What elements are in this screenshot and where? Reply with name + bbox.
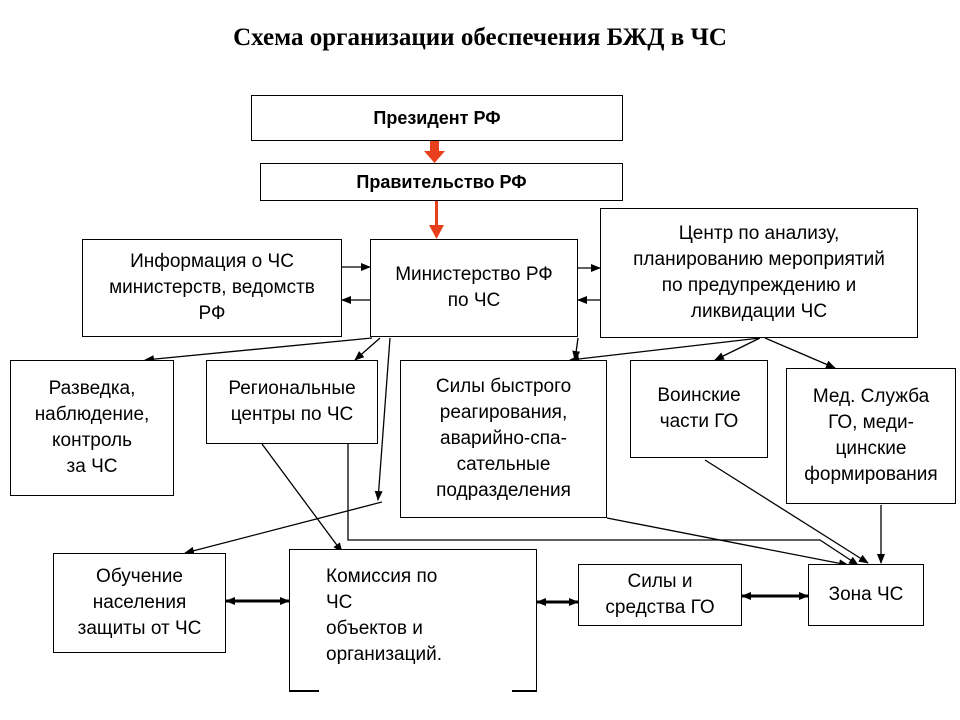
node-military: Воинские части ГО: [630, 360, 768, 458]
edge-ministry-to-training: [374, 337, 391, 501]
node-recon: Разведка, наблюдение, контроль за ЧС: [10, 360, 174, 496]
edge-center-to-military: [714, 337, 761, 361]
commission-bottom-left: [289, 690, 319, 692]
node-zone: Зона ЧС: [808, 564, 924, 626]
node-ministry: Министерство РФ по ЧС: [370, 239, 578, 337]
diagram-title: Схема организации обеспечения БЖД в ЧС: [233, 24, 727, 51]
node-center: Центр по анализу, планированию мероприят…: [600, 208, 918, 338]
node-regional: Региональные центры по ЧС: [206, 360, 378, 444]
edge-ministry-to-rapid: [572, 337, 581, 361]
commission-bottom-right: [512, 690, 537, 692]
node-president: Президент РФ: [251, 95, 623, 141]
edge-ministry-to-regional: [354, 337, 381, 361]
edge-center-to-medical: [764, 337, 836, 369]
red-arrow-government-ministry: [429, 201, 444, 239]
node-training: Обучение населения защиты от ЧС: [53, 553, 226, 653]
edge-ministry-to-recon: [144, 337, 373, 364]
node-info: Информация о ЧС министерств, ведомств РФ: [82, 239, 342, 337]
node-rapid: Силы быстрого реагирования, аварийно-спа…: [400, 360, 607, 518]
edge-rapid-to-zone: [606, 517, 849, 568]
edge-regional-to-commission: [261, 443, 343, 553]
edge-to-training: [184, 501, 383, 555]
node-forces: Силы и средства ГО: [578, 564, 742, 626]
red-arrow-president-government: [424, 141, 445, 163]
node-commission: Комиссия по ЧС объектов и организаций.: [289, 549, 537, 692]
edge-center-to-rapid: [569, 337, 761, 363]
node-medical: Мед. Служба ГО, меди- цинские формирован…: [786, 368, 956, 504]
node-government: Правительство РФ: [260, 163, 623, 201]
